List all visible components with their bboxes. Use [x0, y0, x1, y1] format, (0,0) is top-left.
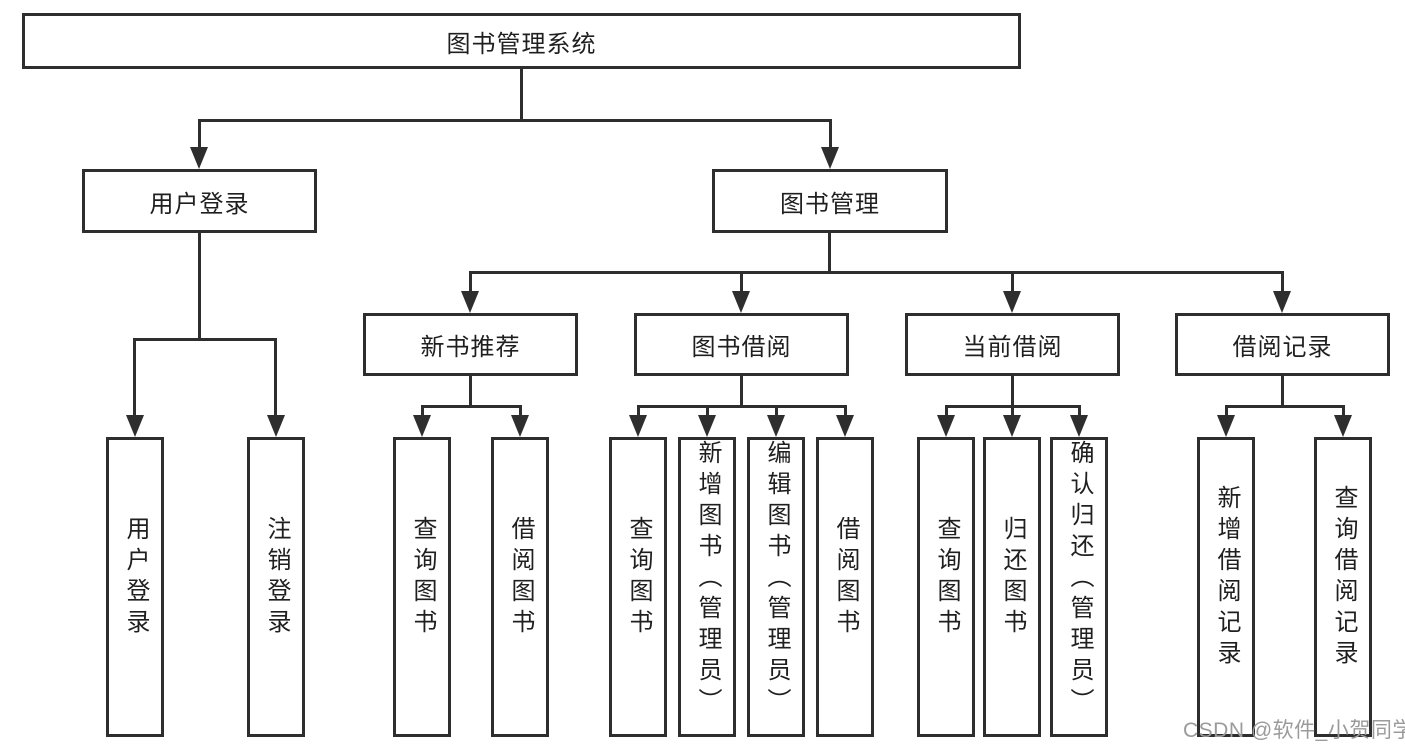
arrowhead-root-to-user-login: [190, 147, 208, 169]
connector-records-crossbar: [1225, 405, 1344, 408]
node-book-borrowing: 图书借阅: [634, 313, 849, 376]
arrowhead-to-logout-leaf: [267, 415, 285, 437]
connector-new-book-crossbar: [421, 405, 522, 408]
leaf-borrow-borrow-books: 借阅图书: [816, 437, 874, 737]
connector-current-stem: [1011, 376, 1014, 405]
leaf-current-return-books: 归还图书: [983, 437, 1041, 737]
connector-to-new-book-stem: [469, 271, 472, 291]
node-new-book-recommend: 新书推荐: [363, 313, 578, 376]
node-current-borrowing: 当前借阅: [905, 313, 1120, 376]
connector-root-crossbar: [198, 119, 832, 122]
arrowhead-to-cb-confirm: [1070, 415, 1088, 437]
leaf-newbook-query-books: 查询图书: [393, 437, 451, 737]
arrowhead-root-to-book-mgmt: [821, 147, 839, 169]
connector-to-nb-borrow-stem: [519, 405, 522, 415]
leaf-records-query-record: 查询借阅记录: [1314, 437, 1372, 737]
arrowhead-to-login-leaf: [126, 415, 144, 437]
leaf-borrow-query-books: 查询图书: [609, 437, 667, 737]
connector-borrow-stem: [740, 376, 743, 405]
arrowhead-to-new-book: [461, 291, 479, 313]
connector-user-login-crossbar: [133, 338, 277, 341]
arrowhead-to-bb-add: [698, 415, 716, 437]
arrowhead-to-bb-borrow: [836, 415, 854, 437]
leaf-records-add-record: 新增借阅记录: [1197, 437, 1255, 737]
node-book-management: 图书管理: [712, 169, 948, 233]
arrowhead-to-cb-query: [937, 415, 955, 437]
leaf-user-login: 用户登录: [106, 437, 164, 737]
arrowhead-to-current: [1003, 291, 1021, 313]
connector-to-bb-query-stem: [637, 405, 640, 415]
connector-to-records-stem: [1281, 271, 1284, 291]
connector-borrow-crossbar: [637, 405, 847, 408]
connector-to-bb-edit-stem: [775, 405, 778, 415]
connector-to-cb-confirm-stem: [1078, 405, 1081, 415]
connector-to-bb-borrow-stem: [844, 405, 847, 415]
connector-root-stem: [520, 69, 523, 119]
connector-to-rec-add-stem: [1225, 405, 1228, 415]
connector-new-book-stem: [469, 376, 472, 405]
connector-to-bb-add-stem: [706, 405, 709, 415]
connector-to-cb-return-stem: [1011, 405, 1014, 415]
leaf-current-query-books: 查询图书: [917, 437, 975, 737]
arrowhead-to-nb-borrow: [511, 415, 529, 437]
arrowhead-to-borrow: [732, 291, 750, 313]
connector-root-to-book-mgmt-stem: [829, 119, 832, 147]
connector-to-logout-leaf-stem: [274, 338, 277, 415]
connector-user-login-stem: [198, 233, 201, 338]
arrowhead-to-bb-edit: [767, 415, 785, 437]
connector-records-stem: [1281, 376, 1284, 405]
leaf-borrow-edit-books-admin: 编辑图书（管理员）: [747, 437, 805, 737]
connector-to-current-stem: [1011, 271, 1014, 291]
connector-to-nb-query-stem: [421, 405, 424, 415]
connector-root-to-user-login-stem: [198, 119, 201, 147]
watermark: CSDN @软件_小贺同学: [1183, 719, 1405, 742]
node-borrowing-records: 借阅记录: [1175, 313, 1390, 376]
connector-to-rec-query-stem: [1342, 405, 1345, 415]
node-user-login: 用户登录: [82, 169, 317, 233]
leaf-borrow-add-books-admin: 新增图书（管理员）: [678, 437, 736, 737]
arrowhead-to-cb-return: [1003, 415, 1021, 437]
arrowhead-to-bb-query: [629, 415, 647, 437]
node-root: 图书管理系统: [22, 13, 1021, 69]
connector-to-login-leaf-stem: [133, 338, 136, 415]
arrowhead-to-nb-query: [413, 415, 431, 437]
connector-book-mgmt-crossbar: [469, 271, 1284, 274]
leaf-newbook-borrow-books: 借阅图书: [491, 437, 549, 737]
connector-book-mgmt-stem: [828, 233, 831, 271]
arrowhead-to-records: [1273, 291, 1291, 313]
arrowhead-to-rec-add: [1217, 415, 1235, 437]
arrowhead-to-rec-query: [1334, 415, 1352, 437]
leaf-logout: 注销登录: [247, 437, 305, 737]
connector-to-borrow-stem: [740, 271, 743, 291]
connector-to-cb-query-stem: [945, 405, 948, 415]
leaf-current-confirm-return-admin: 确认归还（管理员）: [1050, 437, 1108, 737]
